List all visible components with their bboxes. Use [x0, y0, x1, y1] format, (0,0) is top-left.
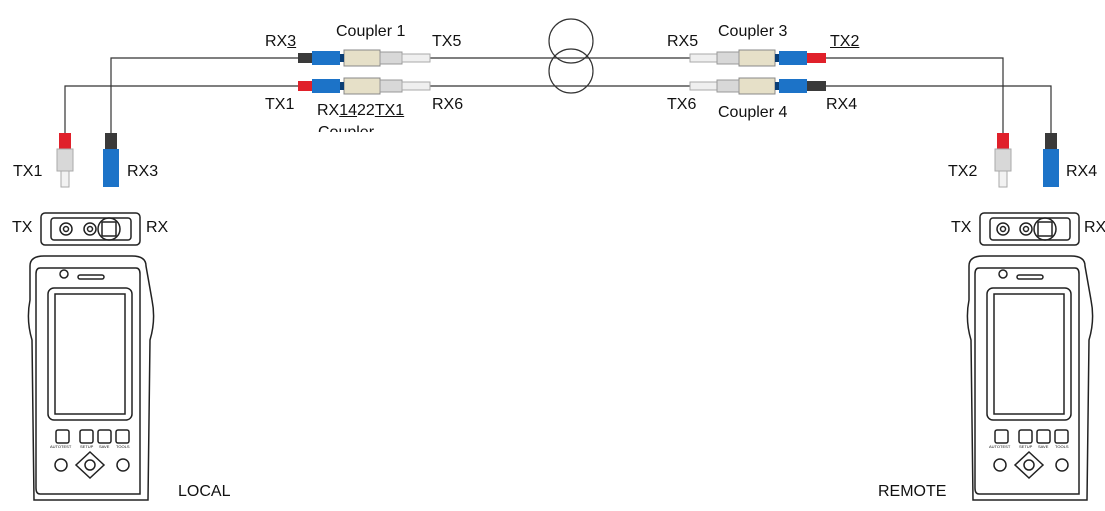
label-center-d: TX1 [374, 102, 405, 119]
label-tx2-remote: TX2 [948, 163, 978, 180]
left-coupler-plugs [298, 51, 431, 93]
local-btn-tools: TOOLS [116, 444, 130, 449]
local-btn-save: SAVE [99, 444, 110, 449]
label-coupler-4: Coupler 4 [718, 104, 788, 121]
label-rx-local: RX [146, 219, 169, 236]
local-port-panel [40, 212, 141, 246]
label-tx5: TX5 [432, 33, 462, 50]
fiber-rx3-line [110, 57, 298, 140]
label-tx-local: TX [12, 219, 33, 236]
remote-btn-tools: TOOLS [1055, 444, 1069, 449]
fiber-tx2-line [826, 57, 1004, 140]
label-rx4-mid: RX4 [826, 96, 858, 113]
label-rx3-top-prefix: RX [265, 33, 288, 50]
label-rx-remote: RX [1084, 219, 1105, 236]
label-tx-remote: TX [951, 219, 972, 236]
local-btn-autotest: AUTOTEST [50, 444, 72, 449]
label-rx5: RX5 [667, 33, 699, 50]
coupler-1 [343, 49, 381, 95]
label-center-a: RX [317, 102, 340, 119]
label-local: LOCAL [178, 483, 231, 500]
local-test-leads [56, 133, 119, 188]
fiber-rx4-line [826, 85, 1052, 140]
label-rx3-top-num: 3 [287, 33, 297, 50]
remote-test-leads [994, 133, 1059, 188]
label-coupler-3: Coupler 3 [718, 23, 788, 40]
local-btn-setup: SETUP [80, 444, 94, 449]
fiber-lines [64, 57, 1052, 140]
fiber-spool [548, 18, 594, 94]
label-center-composite: RX1422TX1 [317, 103, 404, 119]
remote-port-panel [979, 212, 1080, 246]
fiber-tx1-line [64, 85, 298, 140]
label-coupler-1: Coupler 1 [336, 23, 406, 40]
coupler-3 [738, 49, 776, 95]
local-device [27, 255, 155, 501]
label-tx1-mid: TX1 [265, 96, 295, 113]
label-tx6: TX6 [667, 96, 697, 113]
label-center-c: 22 [357, 102, 375, 119]
remote-btn-setup: SETUP [1019, 444, 1033, 449]
label-tx1-local: TX1 [13, 163, 43, 180]
label-rx4-remote: RX4 [1066, 163, 1098, 180]
label-rx3-top: RX3 [265, 34, 296, 50]
label-coupler-2-partial: Coupler [318, 125, 374, 132]
remote-btn-autotest: AUTOTEST [989, 444, 1011, 449]
label-tx2-top: TX2 [830, 33, 860, 50]
label-rx3-local: RX3 [127, 163, 159, 180]
label-remote: REMOTE [878, 483, 947, 500]
label-rx6: RX6 [432, 96, 464, 113]
remote-device [966, 255, 1094, 501]
remote-btn-save: SAVE [1038, 444, 1049, 449]
right-coupler-plugs [689, 51, 826, 93]
label-center-b: 14 [339, 102, 358, 119]
